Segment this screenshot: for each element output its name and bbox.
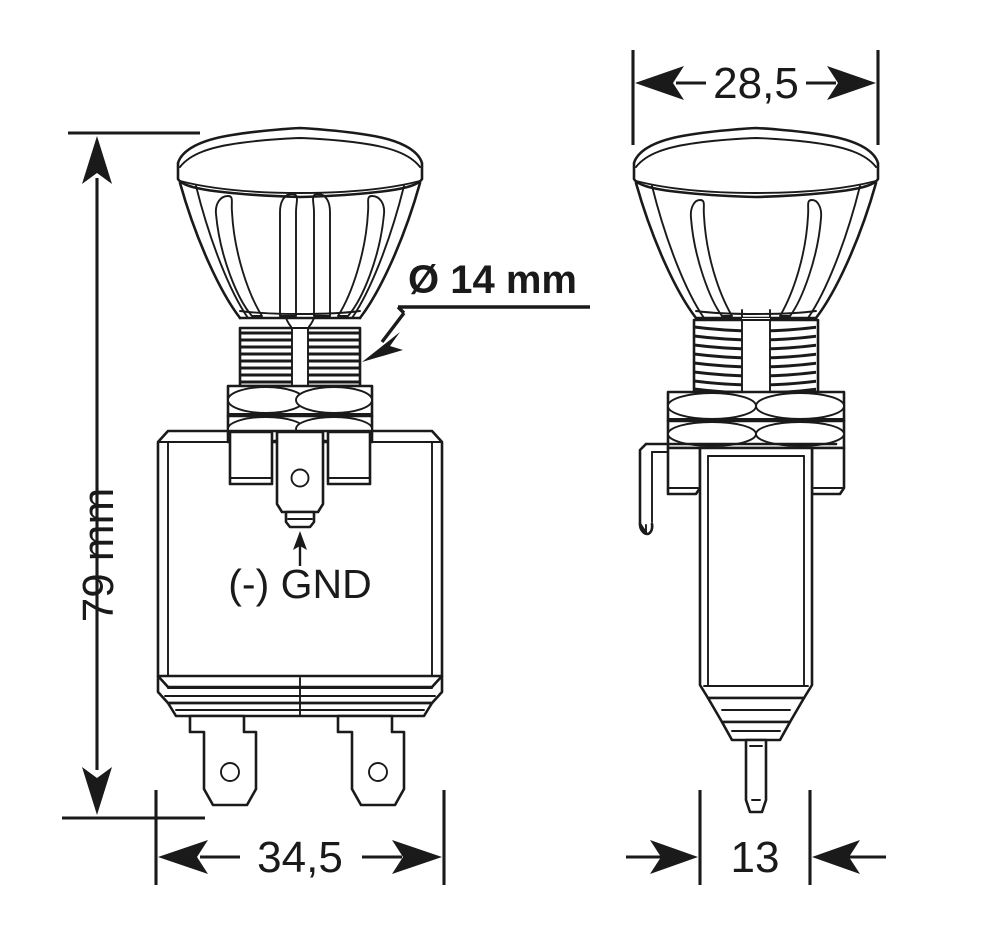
overall-height-dimension: 79 mm bbox=[62, 131, 205, 820]
overall-width-dimension: 34,5 bbox=[154, 790, 446, 885]
overall-height-label: 79 mm bbox=[74, 488, 123, 622]
ground-terminal bbox=[228, 430, 372, 529]
threaded-bushing-side bbox=[692, 318, 820, 394]
thread-diameter-callout: Ø 14 mm bbox=[362, 258, 590, 362]
front-view-group bbox=[156, 126, 444, 807]
side-view-group bbox=[632, 126, 880, 814]
knob-diameter-label: 28,5 bbox=[713, 59, 799, 108]
ground-terminal-label: (-) GND bbox=[228, 561, 371, 607]
switch-body-side bbox=[666, 446, 846, 814]
pull-knob-front bbox=[176, 126, 424, 333]
body-depth-dimension: 13 bbox=[626, 790, 886, 885]
mounting-nuts-side bbox=[666, 390, 846, 450]
ground-terminal-callout: (-) GND bbox=[228, 561, 371, 607]
ground-callout-arrow bbox=[293, 531, 307, 566]
spade-terminals-front bbox=[188, 714, 406, 807]
thread-diameter-label: Ø 14 mm bbox=[408, 258, 577, 302]
threaded-bushing-front bbox=[238, 326, 362, 388]
overall-width-label: 34,5 bbox=[257, 833, 343, 882]
body-depth-label: 13 bbox=[731, 833, 780, 882]
knob-diameter-dimension: 28,5 bbox=[631, 50, 880, 145]
pull-knob-side bbox=[632, 126, 880, 320]
